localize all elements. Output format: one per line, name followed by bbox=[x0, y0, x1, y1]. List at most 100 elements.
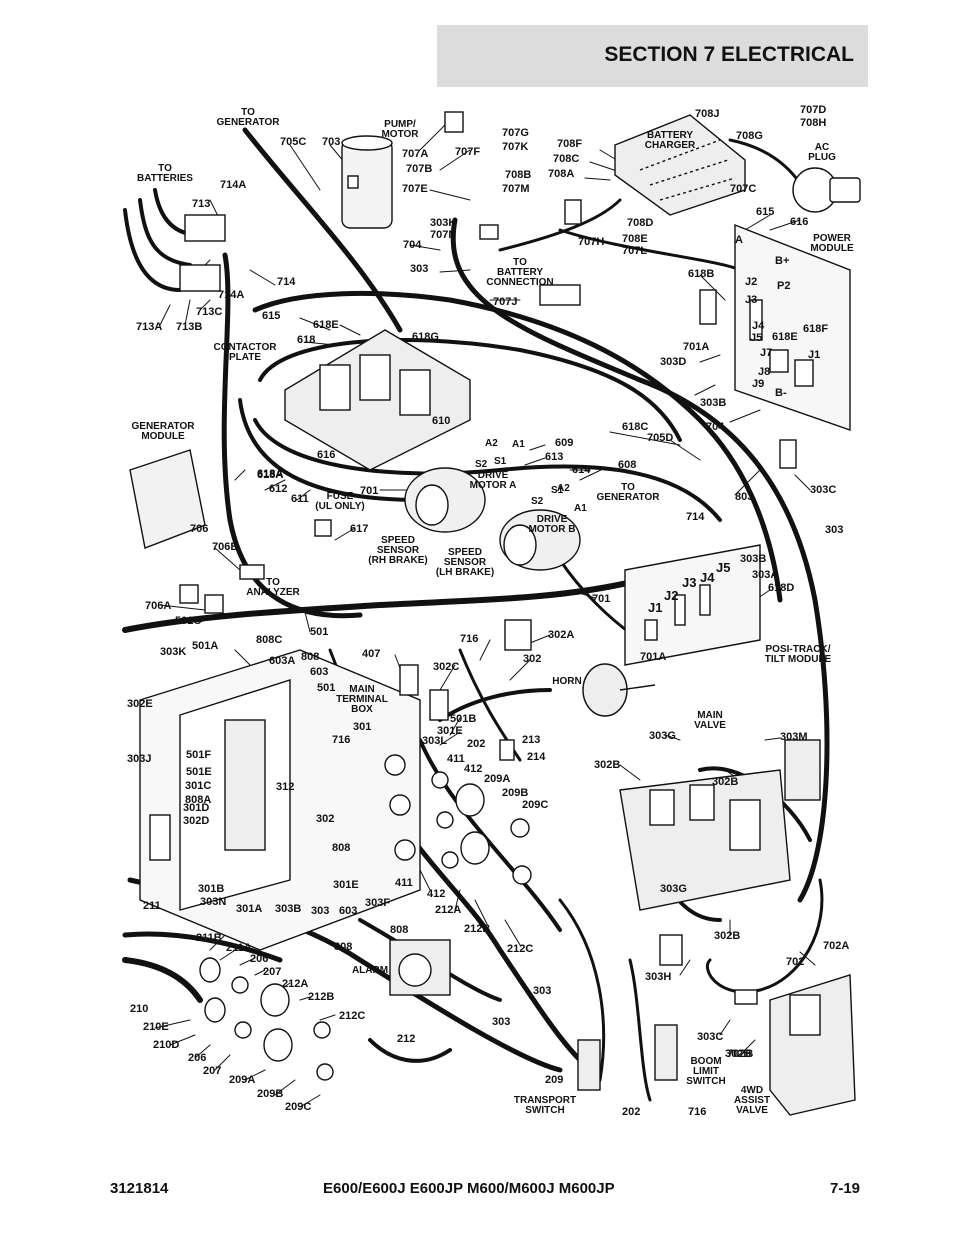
power-module bbox=[734, 223, 851, 431]
harness-cable bbox=[238, 398, 422, 502]
power-module-pin-b-: B- bbox=[775, 387, 787, 399]
callout-707f: 707F bbox=[455, 146, 480, 158]
callout-708b: 708B bbox=[505, 169, 531, 181]
callout-303g: 303G bbox=[649, 730, 676, 742]
wiring-diagram: 705C703707A707B707F707G707K707E708J708G7… bbox=[122, 104, 861, 1118]
callout-713b: 713B bbox=[176, 321, 202, 333]
4wd-assist-valve bbox=[769, 974, 856, 1116]
callout-701: 701 bbox=[360, 485, 378, 497]
callout-615: 615 bbox=[262, 310, 280, 322]
callout-616: 616 bbox=[317, 449, 335, 461]
harness-cable bbox=[122, 957, 203, 1003]
callout-303: 303 bbox=[825, 524, 843, 536]
callout-713a: 713A bbox=[136, 321, 162, 333]
callout-708d: 708D bbox=[627, 217, 653, 229]
connector-plug bbox=[179, 111, 797, 1081]
callout-210e: 210E bbox=[143, 1021, 169, 1033]
callout-302d: 302D bbox=[183, 815, 209, 827]
terminal-a2: A2 bbox=[557, 483, 570, 494]
callout-301b: 301B bbox=[198, 883, 224, 895]
power-module-pin-j7: J7 bbox=[760, 347, 772, 359]
callout-501c: 501C bbox=[175, 615, 201, 627]
callout-707c: 707C bbox=[730, 183, 756, 195]
callout-209c: 209C bbox=[285, 1101, 311, 1113]
callout-302e: 302E bbox=[127, 698, 153, 710]
harness-cable bbox=[418, 738, 562, 932]
label-line: TO bbox=[513, 257, 527, 268]
callout-212c: 212C bbox=[339, 1010, 365, 1022]
callout-210: 210 bbox=[130, 1003, 148, 1015]
callout-501a: 501A bbox=[192, 640, 218, 652]
label-line: DRIVE bbox=[478, 470, 509, 481]
callout-618a: 618A bbox=[257, 469, 283, 481]
callout-302c: 302C bbox=[433, 661, 459, 673]
callout-707l: 707L bbox=[622, 245, 647, 257]
label-line: TO bbox=[241, 107, 255, 118]
terminal-a2: A2 bbox=[485, 438, 498, 449]
callout-209a: 209A bbox=[484, 773, 510, 785]
terminal-s1: S1 bbox=[551, 485, 564, 496]
callout-613: 613 bbox=[545, 451, 563, 463]
callout-412: 412 bbox=[464, 763, 482, 775]
label-horn: HORN bbox=[552, 676, 581, 687]
label-line: SWITCH bbox=[686, 1076, 725, 1087]
callout-212: 212 bbox=[397, 1033, 415, 1045]
label-line: (RH BRAKE) bbox=[368, 555, 427, 566]
callout-704: 704 bbox=[403, 239, 422, 251]
power-module-pin-a: A bbox=[735, 234, 743, 246]
label-line: PUMP/ bbox=[384, 119, 416, 130]
label-line: POWER bbox=[813, 233, 852, 244]
posi-track-module bbox=[624, 544, 761, 666]
callout-706b: 706B bbox=[212, 541, 238, 553]
callout-701a: 701A bbox=[683, 341, 709, 353]
model-list: E600/E600J E600JP M600/M600J M600JP bbox=[323, 1180, 615, 1197]
callout-212b: 212B bbox=[308, 991, 334, 1003]
callout-302b: 302B bbox=[712, 776, 738, 788]
power-module-pin-j3: J3 bbox=[745, 294, 757, 306]
callout-209b: 209B bbox=[257, 1088, 283, 1100]
boom-limit-switch bbox=[654, 1024, 678, 1081]
contactor-plate bbox=[284, 329, 471, 471]
callout-707g: 707G bbox=[502, 127, 529, 139]
callout-708e: 708E bbox=[622, 233, 648, 245]
terminal-s1: S1 bbox=[494, 456, 507, 467]
callout-210d: 210D bbox=[153, 1039, 179, 1051]
harness-cable bbox=[138, 198, 192, 267]
power-module-pin-j4: J4 bbox=[752, 320, 765, 332]
alarm bbox=[389, 939, 451, 996]
callout-206: 206 bbox=[250, 953, 268, 965]
callout-704: 704 bbox=[706, 421, 725, 433]
callout-303: 303 bbox=[311, 905, 329, 917]
callout-501e: 501E bbox=[186, 766, 212, 778]
harness-cable bbox=[122, 931, 283, 963]
callout-212b: 212B bbox=[464, 923, 490, 935]
callout-808a: 808A bbox=[185, 794, 211, 806]
callout-609: 609 bbox=[555, 437, 573, 449]
callout-206: 206 bbox=[188, 1052, 206, 1064]
callout-708c: 708C bbox=[553, 153, 579, 165]
ac-plug bbox=[792, 167, 861, 213]
label-line: TO bbox=[621, 482, 635, 493]
label-line: MODULE bbox=[141, 431, 185, 442]
callout-714: 714 bbox=[277, 276, 296, 288]
harness-cable bbox=[438, 688, 552, 722]
power-module-pin-j9: J9 bbox=[752, 378, 764, 390]
label-line: ALARM bbox=[352, 965, 388, 976]
label-line: GENERATOR bbox=[217, 117, 281, 128]
label-line: MOTOR bbox=[381, 129, 419, 140]
posi-track-pin-j5: J5 bbox=[716, 560, 730, 575]
harness-cable bbox=[558, 898, 606, 1082]
callout-501: 501 bbox=[317, 682, 335, 694]
